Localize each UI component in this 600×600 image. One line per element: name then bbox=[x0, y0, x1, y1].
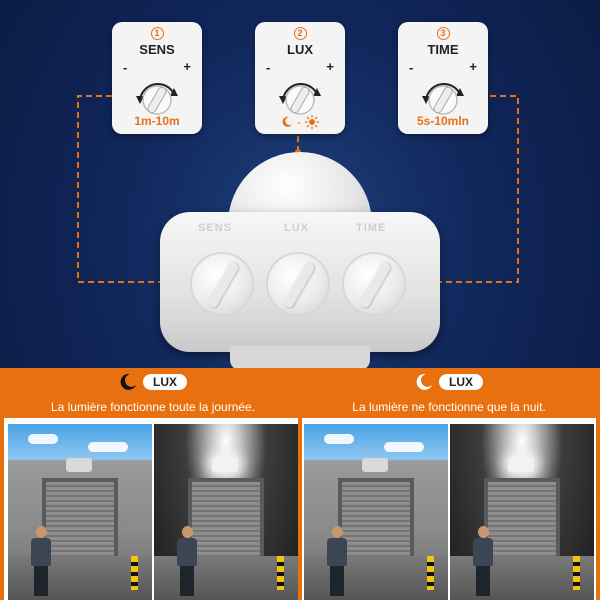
plus-sign: + bbox=[326, 59, 334, 74]
sens-knob[interactable] bbox=[190, 252, 254, 316]
person bbox=[472, 526, 494, 596]
scene-night bbox=[450, 424, 594, 600]
lux-range: - bbox=[255, 115, 345, 129]
person bbox=[30, 526, 52, 596]
step-number: 2 bbox=[293, 27, 307, 40]
dial-icon bbox=[422, 83, 464, 115]
mode-badge: LUX bbox=[439, 374, 483, 390]
lamp bbox=[508, 458, 534, 472]
card-sens: 1 SENS - + 1m-10m bbox=[112, 22, 202, 134]
dial-icon bbox=[279, 83, 321, 115]
lux-knob[interactable] bbox=[266, 252, 330, 316]
scene-day bbox=[304, 424, 448, 600]
plus-sign: + bbox=[469, 59, 477, 74]
mode-badge: LUX bbox=[143, 374, 187, 390]
range-label: 5s-10mln bbox=[416, 114, 470, 128]
sensor-neck bbox=[230, 346, 370, 370]
bollard bbox=[573, 556, 580, 590]
scene-night bbox=[154, 424, 298, 600]
minus-sign: - bbox=[123, 60, 128, 75]
panel-day-mode: LUX La lumière fonctionne toute la journ… bbox=[4, 368, 302, 600]
bollard bbox=[131, 556, 138, 590]
moon-icon bbox=[416, 373, 432, 390]
garage-door bbox=[42, 478, 118, 556]
lamp bbox=[212, 458, 238, 472]
step-number: 1 bbox=[150, 27, 164, 40]
plus-sign: + bbox=[183, 59, 191, 74]
step-number: 3 bbox=[436, 27, 450, 40]
panel-divider bbox=[298, 368, 302, 600]
range-label: 1m-10m bbox=[134, 114, 180, 128]
moon-icon bbox=[120, 373, 136, 390]
dial-icon bbox=[136, 83, 178, 115]
garage-door bbox=[188, 478, 264, 556]
panel-night-mode: LUX La lumière ne fonctionne que la nuit… bbox=[300, 368, 598, 600]
lamp bbox=[66, 458, 92, 472]
bollard bbox=[427, 556, 434, 590]
person bbox=[326, 526, 348, 596]
minus-sign: - bbox=[266, 60, 271, 75]
garage-door bbox=[484, 478, 560, 556]
card-title: TIME bbox=[427, 42, 459, 57]
card-time: 3 TIME - + 5s-10mln bbox=[398, 22, 488, 134]
minus-sign: - bbox=[409, 60, 414, 75]
scene-day bbox=[8, 424, 152, 600]
garage-door bbox=[338, 478, 414, 556]
bollard bbox=[277, 556, 284, 590]
mode-description: La lumière fonctionne toute la journée. bbox=[50, 400, 256, 414]
card-title: SENS bbox=[139, 42, 175, 57]
panel-header: LUX La lumière fonctionne toute la journ… bbox=[4, 368, 302, 418]
lamp bbox=[362, 458, 388, 472]
panel-header: LUX La lumière ne fonctionne que la nuit… bbox=[300, 368, 598, 418]
moon-icon bbox=[282, 116, 292, 127]
person bbox=[176, 526, 198, 596]
sensor-label-sens: SENS bbox=[198, 222, 232, 234]
sun-icon bbox=[305, 115, 319, 129]
card-lux: 2 LUX - + - bbox=[255, 22, 345, 134]
mode-description: La lumière ne fonctionne que la nuit. bbox=[352, 400, 546, 414]
sensor-label-lux: LUX bbox=[284, 222, 309, 234]
lux-separator: - bbox=[297, 115, 301, 129]
card-title: LUX bbox=[287, 42, 313, 57]
time-knob[interactable] bbox=[342, 252, 406, 316]
sensor-label-time: TIME bbox=[356, 222, 387, 234]
